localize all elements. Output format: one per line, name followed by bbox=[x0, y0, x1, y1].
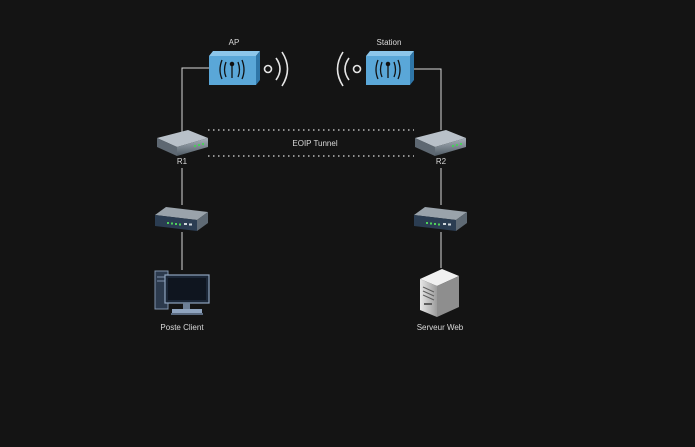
network-switch-icon bbox=[155, 207, 208, 231]
client-label: Poste Client bbox=[160, 323, 204, 332]
signal-waves-icon bbox=[336, 51, 362, 87]
router-icon bbox=[415, 130, 466, 156]
client-workstation[interactable]: Poste Client bbox=[154, 270, 210, 332]
wireless-station-icon bbox=[366, 51, 414, 85]
server-tower-icon bbox=[420, 269, 459, 317]
network-switch-icon bbox=[414, 207, 467, 231]
r1-label: R1 bbox=[177, 157, 188, 166]
link-station-r2 bbox=[413, 68, 442, 130]
ap-label: AP bbox=[229, 38, 240, 47]
web-server[interactable]: Serveur Web bbox=[417, 269, 464, 332]
r2-label: R2 bbox=[436, 157, 447, 166]
desktop-computer-icon bbox=[154, 270, 210, 315]
router-r2[interactable]: R2 bbox=[415, 130, 466, 166]
switch-2[interactable] bbox=[414, 207, 467, 231]
wireless-access-point-icon bbox=[209, 51, 260, 85]
tunnel-label: EOIP Tunnel bbox=[292, 139, 337, 148]
station-label: Station bbox=[377, 38, 402, 47]
link-ap-r1 bbox=[181, 67, 209, 132]
router-r1[interactable]: R1 bbox=[157, 130, 208, 166]
switch-1[interactable] bbox=[155, 207, 208, 231]
router-icon bbox=[157, 130, 208, 156]
signal-waves-icon bbox=[263, 51, 289, 87]
server-label: Serveur Web bbox=[417, 323, 464, 332]
connections bbox=[181, 67, 442, 270]
access-point[interactable]: AP bbox=[209, 38, 289, 87]
station[interactable]: Station bbox=[336, 38, 415, 87]
